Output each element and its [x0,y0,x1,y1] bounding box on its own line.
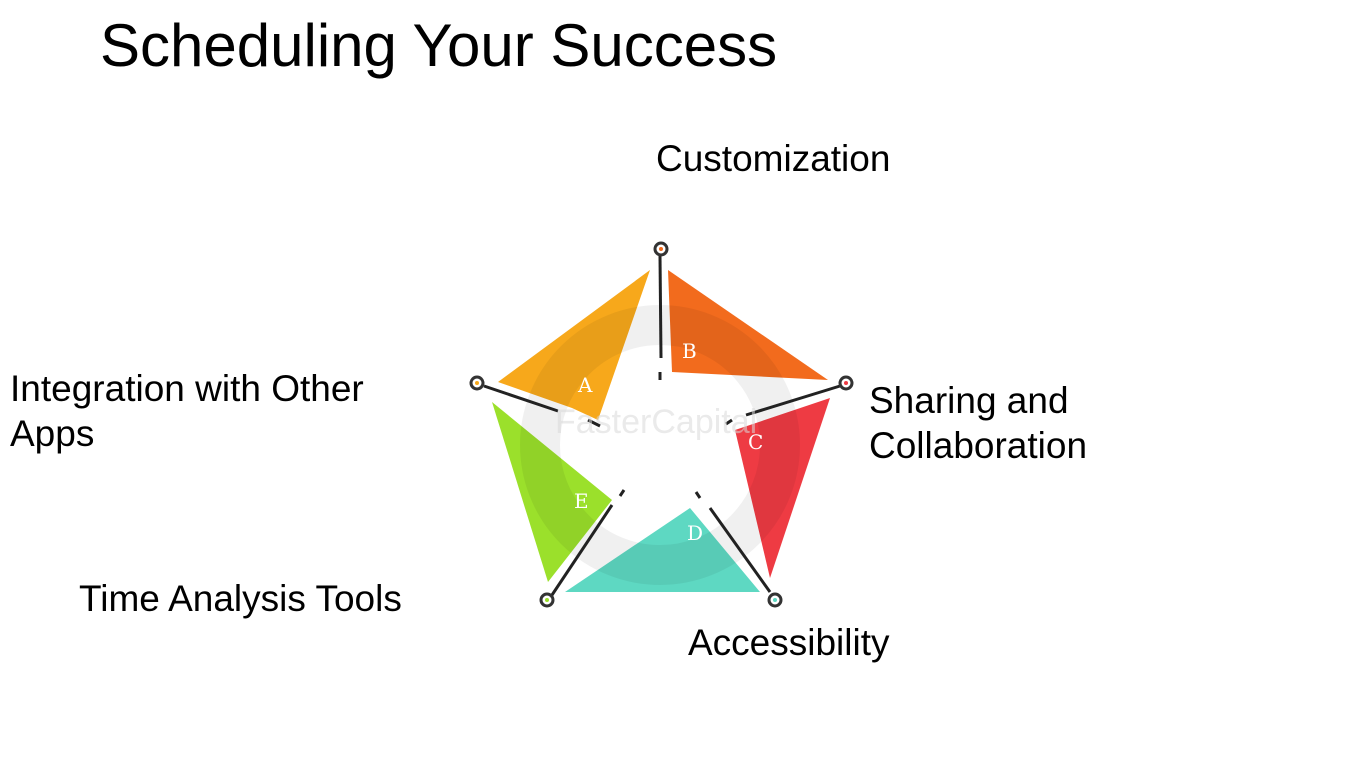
segment-a [498,270,650,420]
label-time-analysis-tools: Time Analysis Tools [79,578,402,619]
slide-title: Scheduling Your Success [100,12,778,79]
segment-letter-a: A [577,373,593,397]
segment-letter-d: D [687,521,703,545]
segment-b [668,270,828,380]
connector-end-dots [475,247,848,602]
connector-lines [483,255,841,599]
segment-c [735,398,830,578]
segment-d [565,508,760,592]
label-sharing-and-collaboration: Sharing and Collaboration [869,380,1088,466]
segment-letter-c: C [748,430,763,454]
watermark-text: FasterCapital [555,403,757,441]
label-accessibility: Accessibility [688,622,890,663]
segment-letter-b: B [682,339,697,363]
pentagon-diagram: FasterCapital A B C D E [469,241,854,608]
segment-letter-e: E [574,489,589,513]
segment-e [492,402,612,582]
label-customization: Customization [656,138,891,179]
label-integration-with-other-apps: Integration with Other Apps [10,368,364,454]
